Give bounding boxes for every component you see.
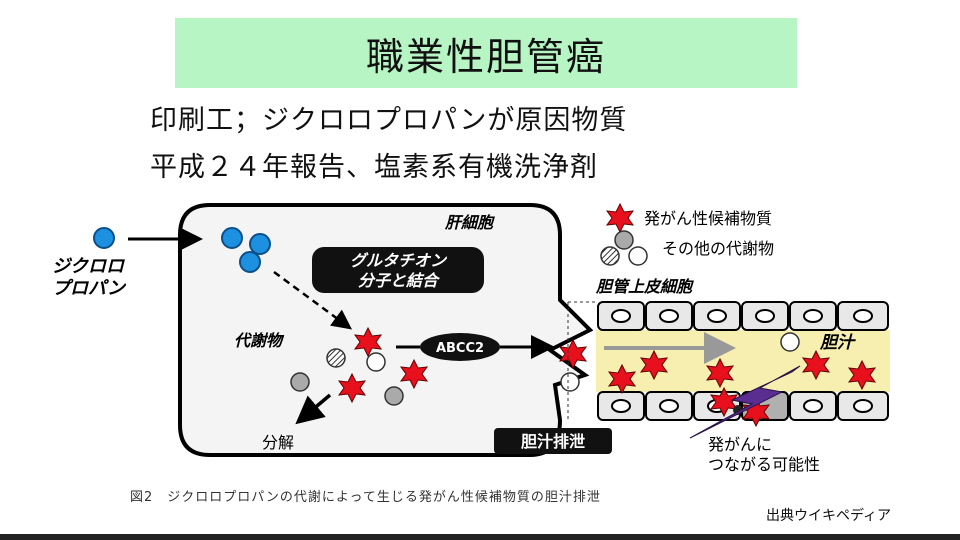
carcinogen-star bbox=[741, 396, 771, 428]
nucleus bbox=[611, 309, 631, 323]
nucleus bbox=[707, 309, 727, 323]
bullet-line-2: 平成２４年報告、塩素系有機洗浄剤 bbox=[150, 152, 598, 183]
lightning-icon bbox=[689, 365, 801, 439]
liver-cell-label: 肝細胞 bbox=[444, 213, 495, 232]
bile-label: 胆汁 bbox=[819, 333, 856, 353]
molecule bbox=[239, 251, 261, 273]
legend-carcinogen-label: 発がん性候補物質 bbox=[644, 209, 772, 228]
substance-label-1: ジクロロ bbox=[52, 256, 126, 277]
molecule bbox=[221, 227, 243, 249]
glutathione-box bbox=[312, 247, 484, 293]
legend-carcinogen-star bbox=[605, 202, 635, 234]
cancer-risk-label-1: 発がんに bbox=[708, 435, 772, 454]
legend-other-label: その他の代謝物 bbox=[662, 239, 774, 258]
other-metabolite bbox=[366, 352, 386, 372]
cancer-risk-label-2: つながる可能性 bbox=[708, 455, 820, 474]
bile-excretion-box bbox=[494, 428, 612, 454]
decomposition-arrow bbox=[295, 393, 332, 425]
legend-grey-circle bbox=[614, 230, 634, 250]
source-credit: 出典ウイキペディア bbox=[766, 508, 892, 524]
carcinogen-star bbox=[399, 358, 429, 390]
carcinogen-star bbox=[709, 386, 739, 418]
other-metabolite bbox=[780, 332, 800, 352]
nucleus bbox=[659, 399, 679, 413]
decomposition-label: 分解 bbox=[262, 433, 294, 452]
nucleus bbox=[611, 399, 631, 413]
glutathione-label-2: 分子と結合 bbox=[358, 271, 441, 290]
bottom-bar bbox=[0, 534, 960, 540]
carcinogen-star bbox=[337, 372, 367, 404]
other-metabolite bbox=[290, 372, 310, 392]
bile-epithelium-label: 胆管上皮細胞 bbox=[595, 277, 694, 296]
figure-caption: 図2 ジクロロプロパンの代謝によって生じる発がん性候補物質の胆汁排泄 bbox=[130, 490, 601, 505]
nucleus bbox=[853, 399, 873, 413]
nucleus bbox=[755, 309, 775, 323]
carcinogen-star bbox=[558, 338, 588, 370]
glutathione-label-1: グルタチオン bbox=[350, 251, 448, 270]
substance-label-2: プロパン bbox=[52, 278, 127, 299]
legend-hatched-circle bbox=[600, 246, 620, 266]
abcc2-label: ABCC2 bbox=[436, 341, 484, 356]
substance-molecule bbox=[93, 227, 115, 249]
other-metabolite bbox=[326, 348, 346, 368]
carcinogen-star bbox=[847, 359, 877, 391]
molecule bbox=[249, 233, 271, 255]
nucleus bbox=[803, 309, 823, 323]
bullet-line-1: 印刷工；ジクロロプロパンが原因物質 bbox=[150, 105, 628, 136]
other-metabolite bbox=[560, 372, 580, 392]
title-banner: 職業性胆管癌 bbox=[175, 18, 797, 88]
abcc2-transporter bbox=[420, 333, 500, 361]
carcinogen-star bbox=[607, 363, 637, 395]
nucleus bbox=[803, 399, 823, 413]
carcinogen-star bbox=[353, 326, 383, 358]
legend-white-circle bbox=[628, 246, 648, 266]
other-metabolite bbox=[384, 386, 404, 406]
metabolite-label: 代謝物 bbox=[234, 331, 285, 350]
conjugation-arrow bbox=[273, 270, 353, 330]
carcinogen-star bbox=[801, 349, 831, 381]
nucleus bbox=[853, 309, 873, 323]
nucleus bbox=[659, 309, 679, 323]
page-title: 職業性胆管癌 bbox=[365, 34, 606, 79]
bile-excretion-label: 胆汁排泄 bbox=[521, 432, 585, 451]
epithelial-cells-top bbox=[597, 301, 889, 331]
carcinogen-star bbox=[705, 357, 735, 389]
carcinogen-star bbox=[639, 349, 669, 381]
metabolism-diagram: 肝細胞 ジクロロ プロパン グルタチオン 分子と結合 代謝物 分解 ABCC2 … bbox=[52, 202, 890, 474]
